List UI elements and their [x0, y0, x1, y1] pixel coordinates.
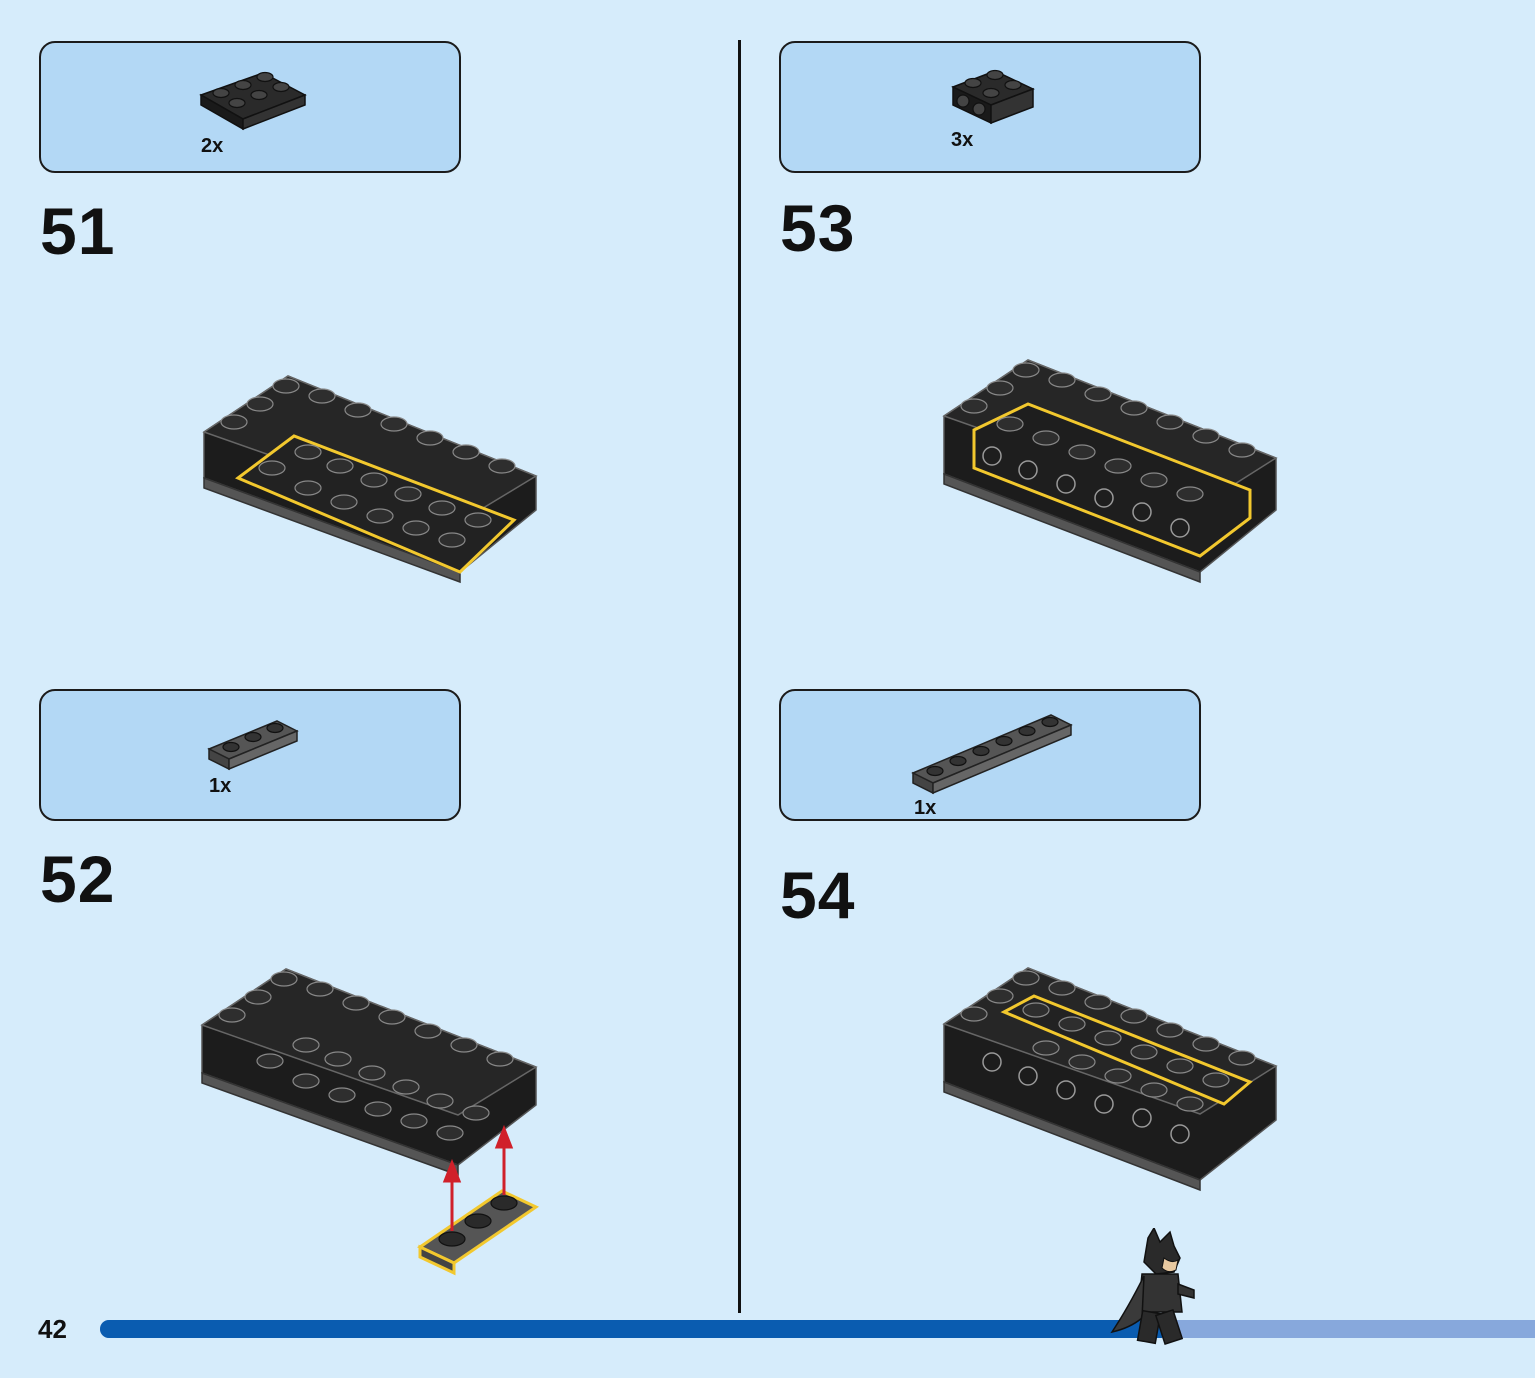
page-number: 42: [38, 1314, 67, 1344]
build-illustration-step-54: [942, 967, 1278, 1192]
build-illustration-step-51: [202, 375, 538, 584]
part-quantity: 3x: [951, 129, 974, 151]
build-illustration-step-53: [942, 359, 1278, 584]
parts-callout-step-54: 1x: [779, 689, 1201, 821]
step-number: 51: [40, 194, 116, 268]
progress-bar: [100, 1320, 1535, 1338]
step-number: 54: [780, 858, 856, 932]
plate-2x3-black-icon: [199, 71, 307, 131]
parts-callout-step-52: 1x: [39, 689, 461, 821]
plate-1x3-dark-gray-icon: [207, 720, 299, 771]
brick-side-studs-black-icon: [951, 69, 1035, 125]
plate-1x6-dark-gray-icon: [911, 714, 1073, 795]
parts-callout-step-53: 3x: [779, 41, 1201, 173]
progress-bar-fill: [100, 1320, 1162, 1338]
column-divider: [738, 40, 741, 1313]
parts-callout-step-51: 2x: [39, 41, 461, 173]
step-number: 52: [40, 842, 116, 916]
minifigure-icon: [1110, 1228, 1195, 1345]
step-number: 53: [780, 191, 856, 265]
part-quantity: 1x: [209, 775, 232, 797]
build-illustration-step-52: [200, 968, 540, 1276]
part-quantity: 2x: [201, 135, 224, 157]
part-quantity: 1x: [914, 797, 937, 819]
